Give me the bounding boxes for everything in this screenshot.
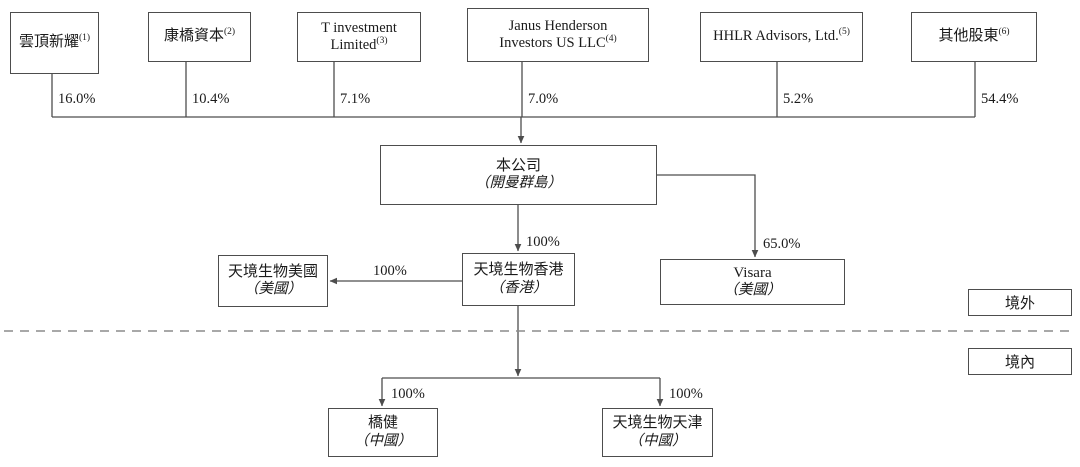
entity-name: 天境生物美國 — [227, 263, 318, 280]
entity-box-visara[interactable]: Visara （美國） — [660, 259, 845, 305]
shareholder-box-hhlr-advisors[interactable]: HHLR Advisors, Ltd.(5) — [700, 12, 863, 62]
pct-label-hk-to-qiaojian: 100% — [391, 386, 425, 402]
entity-jurisdiction: （美國） — [244, 281, 302, 298]
entity-jurisdiction: （美國） — [723, 282, 782, 299]
region-label-onshore: 境內 — [968, 348, 1072, 375]
pct-label-hk-to-us: 100% — [373, 263, 407, 279]
entity-name: 橋健 — [367, 415, 398, 432]
shareholder-box-kangqiao[interactable]: 康橋資本(2) — [148, 12, 251, 62]
entity-name: 天境生物香港 — [473, 262, 564, 279]
entity-box-tianjing-hk[interactable]: 天境生物香港 （香港） — [462, 253, 575, 306]
shareholder-name: 其他股東(6) — [938, 27, 1010, 45]
pct-label-t-investment: 7.1% — [340, 91, 371, 107]
shareholder-name-line2: Limited(3) — [330, 36, 388, 53]
shareholder-box-t-investment[interactable]: T investment Limited(3) — [297, 12, 421, 62]
pct-label-other-shareholders: 54.4% — [981, 91, 1019, 107]
region-label-text: 境內 — [1004, 355, 1035, 371]
entity-jurisdiction: （中國） — [354, 432, 412, 449]
shareholder-box-janus-henderson[interactable]: Janus Henderson Investors US LLC(4) — [467, 8, 649, 62]
entity-jurisdiction: （開曼群島） — [475, 175, 562, 192]
entity-name: 本公司 — [495, 157, 541, 174]
pct-label-janus-henderson: 7.0% — [528, 91, 559, 107]
shareholder-name-line1: Janus Henderson — [508, 17, 608, 34]
pct-label-company-to-hk: 100% — [526, 234, 560, 250]
entity-jurisdiction: （香港） — [489, 279, 548, 296]
region-label-text: 境外 — [1004, 296, 1035, 312]
pct-label-company-to-visara: 65.0% — [763, 236, 801, 252]
entity-name: Visara — [733, 264, 772, 281]
pct-label-yunding: 16.0% — [58, 91, 96, 107]
entity-jurisdiction: （中國） — [628, 432, 687, 449]
pct-label-kangqiao: 10.4% — [192, 91, 230, 107]
shareholder-name: 雲頂新耀(1) — [18, 33, 91, 51]
pct-label-hk-to-tianjin: 100% — [669, 386, 703, 402]
shareholder-name: HHLR Advisors, Ltd.(5) — [713, 27, 850, 45]
shareholder-box-other-shareholders[interactable]: 其他股東(6) — [911, 12, 1037, 62]
shareholder-box-yunding[interactable]: 雲頂新耀(1) — [10, 12, 99, 74]
shareholder-name: 康橋資本(2) — [163, 27, 236, 45]
shareholder-name-line2: Investors US LLC(4) — [499, 34, 617, 51]
entity-box-tianjing-us[interactable]: 天境生物美國 （美國） — [218, 255, 328, 307]
entity-box-tianjing-tianjin[interactable]: 天境生物天津 （中國） — [602, 408, 713, 457]
entity-name: 天境生物天津 — [612, 415, 703, 432]
entity-box-qiaojian[interactable]: 橋健 （中國） — [328, 408, 438, 457]
entity-box-company[interactable]: 本公司 （開曼群島） — [380, 145, 657, 205]
pct-label-hhlr-advisors: 5.2% — [783, 91, 814, 107]
region-label-offshore: 境外 — [968, 289, 1072, 316]
shareholder-name-line1: T investment — [321, 19, 397, 36]
